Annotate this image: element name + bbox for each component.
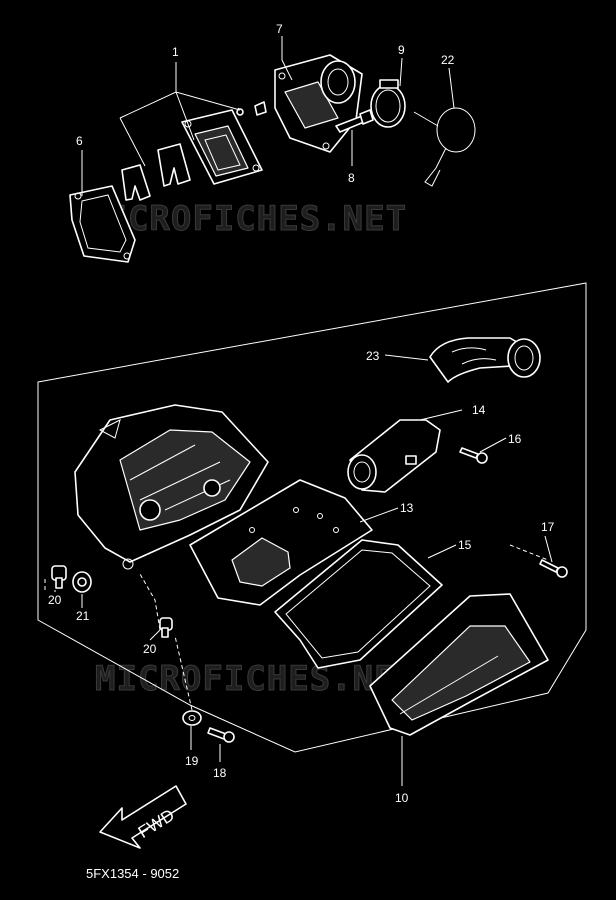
callout-21: 21 <box>76 609 90 623</box>
callouts: 1 6 7 8 9 22 23 14 16 13 15 17 20 21 20 … <box>48 22 555 805</box>
callout-15: 15 <box>458 538 472 552</box>
leader-lines <box>44 36 553 786</box>
callout-23: 23 <box>366 349 380 363</box>
intake-duct-14 <box>347 419 441 493</box>
callout-13: 13 <box>400 501 414 515</box>
bolt-20-left <box>51 565 67 589</box>
callout-9: 9 <box>398 43 405 57</box>
element-13 <box>189 479 373 606</box>
air-filter-case <box>74 404 269 570</box>
watermark-bottom: MICROFICHES.NET <box>95 659 417 699</box>
screw-16 <box>459 447 488 464</box>
gasket-6 <box>69 185 136 263</box>
bolt-18 <box>207 727 235 743</box>
bolt-8 <box>335 109 374 133</box>
callout-20-center: 20 <box>143 642 157 656</box>
callout-14: 14 <box>472 403 486 417</box>
watermark-top: MICROFICHES.NET <box>85 199 407 239</box>
callout-6: 6 <box>76 134 83 148</box>
callout-17: 17 <box>541 520 555 534</box>
callout-16: 16 <box>508 432 522 446</box>
elbow-joint-23 <box>429 337 541 383</box>
seal-15 <box>274 539 443 669</box>
grommet-21 <box>72 571 92 593</box>
case-cover-10 <box>369 593 549 736</box>
washer-19 <box>182 710 202 726</box>
wire-clip-22 <box>413 107 476 187</box>
reed-petal-right <box>157 143 191 187</box>
callout-7: 7 <box>276 22 283 36</box>
reed-valve-block <box>181 109 263 185</box>
document-id: 5FX1354 - 9052 <box>86 866 179 881</box>
reed-petal-left <box>121 164 151 201</box>
callout-10: 10 <box>395 791 409 805</box>
callout-18: 18 <box>213 766 227 780</box>
callout-20-left: 20 <box>48 593 62 607</box>
screw-17 <box>539 559 568 578</box>
callout-19: 19 <box>185 754 199 768</box>
intake-joint-7 <box>274 54 363 153</box>
bolt-20-center <box>159 617 173 638</box>
callout-22: 22 <box>441 53 455 67</box>
callout-8: 8 <box>348 171 355 185</box>
clamp-9 <box>370 79 406 128</box>
callout-1: 1 <box>172 45 179 59</box>
small-screw <box>236 101 267 116</box>
forward-arrow: FWD <box>99 785 187 849</box>
